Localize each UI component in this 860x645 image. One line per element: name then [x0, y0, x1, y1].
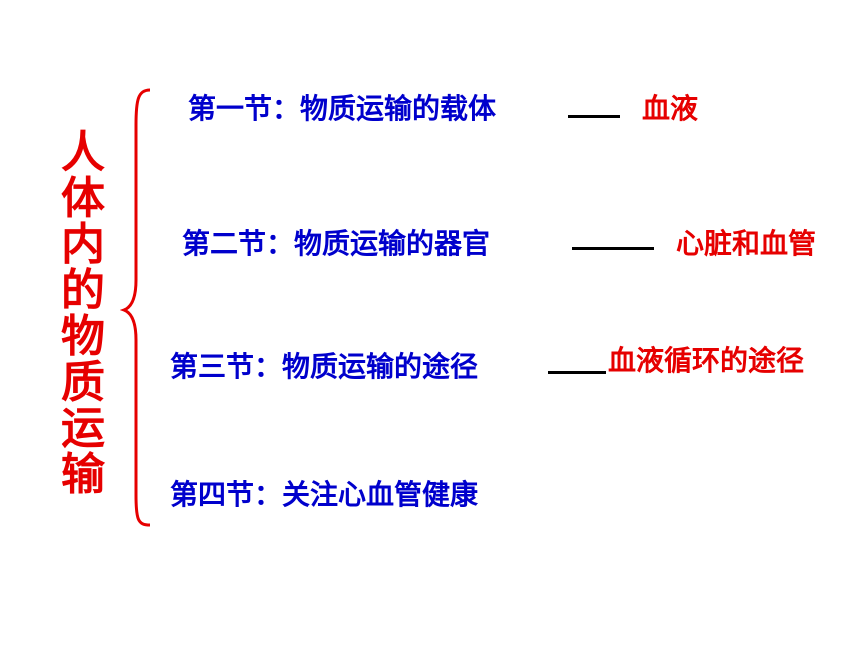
- curly-brace: [120, 88, 151, 527]
- section-1-answer: 血液: [642, 92, 699, 125]
- section-2-connector: [572, 247, 654, 250]
- section-2-label: 第二节：物质运输的器官: [182, 227, 491, 260]
- section-3-connector: [548, 371, 606, 374]
- section-1-label: 第一节：物质运输的载体: [188, 92, 497, 125]
- section-1-connector: [568, 115, 620, 118]
- section-3-label: 第三节：物质运输的途径: [170, 350, 479, 383]
- section-3-answer: 血液循环的途径: [608, 344, 805, 377]
- section-4-label: 第四节：关注心血管健康: [170, 478, 479, 511]
- section-2-answer: 心脏和血管: [676, 227, 817, 260]
- diagram-title: 人体内的物质运输: [61, 127, 105, 500]
